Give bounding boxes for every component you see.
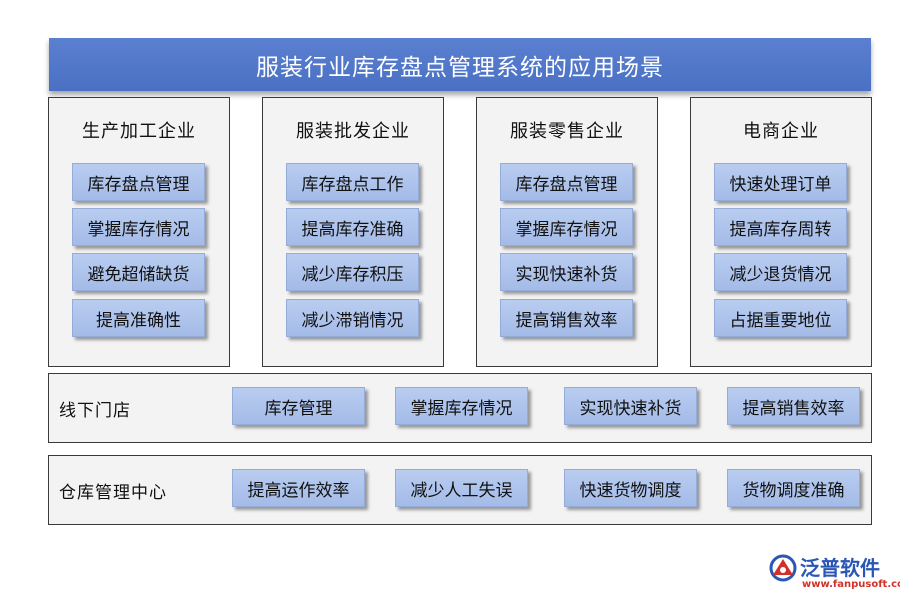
logo-mark-icon xyxy=(769,554,797,582)
scenario-item: 掌握库存情况 xyxy=(395,387,528,425)
panel-warehouse-center: 仓库管理中心 提高运作效率 减少人工失误 快速货物调度 货物调度准确 xyxy=(48,455,872,525)
scenario-item: 库存管理 xyxy=(232,387,365,425)
scenario-item: 实现快速补货 xyxy=(500,253,633,291)
scenario-item: 实现快速补货 xyxy=(564,387,697,425)
scenario-item: 快速货物调度 xyxy=(564,469,697,507)
scenario-item: 减少退货情况 xyxy=(714,253,847,291)
panel-title: 电商企业 xyxy=(743,121,819,142)
scenario-item: 减少人工失误 xyxy=(395,469,528,507)
scenario-item: 减少滞销情况 xyxy=(286,299,419,337)
scenario-item: 快速处理订单 xyxy=(714,163,847,201)
panel-retail-enterprise: 服装零售企业 库存盘点管理 掌握库存情况 实现快速补货 提高销售效率 xyxy=(476,97,658,367)
scenario-item: 占据重要地位 xyxy=(714,299,847,337)
scenario-item: 库存盘点管理 xyxy=(500,163,633,201)
scenario-item: 提高销售效率 xyxy=(727,387,860,425)
panel-wholesale-enterprise: 服装批发企业 库存盘点工作 提高库存准确 减少库存积压 减少滞销情况 xyxy=(262,97,444,367)
panel-title: 服装零售企业 xyxy=(510,121,624,142)
scenario-item: 库存盘点管理 xyxy=(72,163,205,201)
scenario-item: 减少库存积压 xyxy=(286,253,419,291)
scenario-item: 提高准确性 xyxy=(72,299,205,337)
scenario-item: 掌握库存情况 xyxy=(72,208,205,246)
scenario-item: 掌握库存情况 xyxy=(500,208,633,246)
panel-ecommerce-enterprise: 电商企业 快速处理订单 提高库存周转 减少退货情况 占据重要地位 xyxy=(690,97,872,367)
panel-offline-store: 线下门店 库存管理 掌握库存情况 实现快速补货 提高销售效率 xyxy=(48,373,872,443)
logo-name: 泛普软件 xyxy=(800,556,880,580)
logo-url: www.fanpusoft.com xyxy=(802,579,900,590)
panel-title: 服装批发企业 xyxy=(296,121,410,142)
panel-production-enterprise: 生产加工企业 库存盘点管理 掌握库存情况 避免超储缺货 提高准确性 xyxy=(48,97,230,367)
scenario-item: 库存盘点工作 xyxy=(286,163,419,201)
diagram-title: 服装行业库存盘点管理系统的应用场景 xyxy=(49,38,871,91)
panel-title: 生产加工企业 xyxy=(82,121,196,142)
scenario-item: 提高运作效率 xyxy=(232,469,365,507)
scenario-item: 提高库存周转 xyxy=(714,208,847,246)
scenario-item: 提高库存准确 xyxy=(286,208,419,246)
scenario-item: 货物调度准确 xyxy=(727,469,860,507)
company-logo: 泛普软件 www.fanpusoft.com xyxy=(766,551,900,595)
panel-title: 线下门店 xyxy=(59,400,131,421)
scenario-item: 提高销售效率 xyxy=(500,299,633,337)
panel-title: 仓库管理中心 xyxy=(59,482,167,503)
scenario-item: 避免超储缺货 xyxy=(72,253,205,291)
